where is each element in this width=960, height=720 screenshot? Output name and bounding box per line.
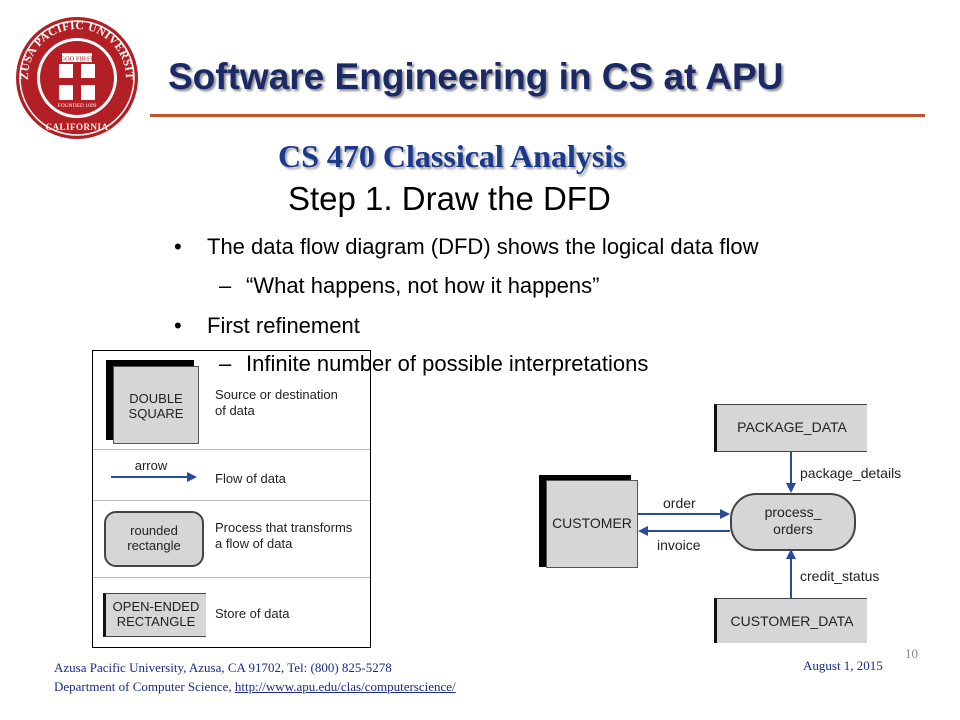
bullet-text: The data flow diagram (DFD) shows the lo… (207, 234, 759, 259)
flow-invoice-label: invoice (657, 537, 701, 553)
flow-credit-status-label: credit_status (800, 568, 880, 584)
logo-founded: FOUNDED 1899 (58, 103, 97, 109)
legend-description: Flow of data (215, 471, 286, 486)
customer-data-label: CUSTOMER_DATA (730, 613, 854, 629)
flow-order-label: order (663, 495, 696, 511)
legend-description: Source or destination (215, 387, 338, 402)
dfd-diagram: PACKAGE_DATA CUSTOMER_DATA CUSTOMER proc… (530, 398, 910, 643)
double-square-label: SQUARE (128, 406, 184, 421)
process-orders: process_orders (730, 493, 856, 551)
arrow-label: arrow (134, 458, 168, 473)
footer-address: Azusa Pacific University, Azusa, CA 9170… (54, 660, 392, 675)
sub-bullet-marker: – (219, 351, 232, 376)
credit-status-arrow (786, 549, 796, 598)
flow-package-details-label: package_details (800, 465, 902, 481)
slide-title: Software Engineering in CS at APU (168, 56, 784, 97)
legend-description: a flow of data (215, 536, 293, 551)
apu-logo: AZUSA PACIFIC UNIVERSITY GOD FIRST FOUND… (10, 6, 140, 141)
open-rectangle-label: RECTANGLE (116, 614, 196, 629)
customer-entity: CUSTOMER (539, 475, 639, 571)
package-data-store: PACKAGE_DATA (714, 404, 867, 452)
order-arrow (638, 509, 730, 519)
process-label: orders (773, 521, 813, 537)
page-number: 10 (905, 646, 918, 661)
footer-department-text: Department of Computer Science, (54, 679, 235, 694)
flow-arrow-icon (111, 472, 197, 482)
legend-divider (93, 449, 370, 450)
rounded-rectangle-label: rectangle (127, 538, 181, 553)
customer-data-store: CUSTOMER_DATA (714, 598, 867, 643)
legend-description: Store of data (215, 606, 290, 621)
double-square-label: DOUBLE (129, 391, 183, 406)
footer-link[interactable]: http://www.apu.edu/clas/computerscience/ (234, 679, 456, 694)
package-details-arrow (786, 451, 796, 493)
bullet-marker: • (174, 234, 182, 259)
legend-description: Process that transforms (215, 520, 353, 535)
customer-label: CUSTOMER (552, 515, 632, 531)
package-data-label: PACKAGE_DATA (737, 419, 847, 435)
sub-bullet-marker: – (219, 273, 232, 298)
slide-subtitle: CS 470 Classical Analysis (278, 138, 626, 174)
footer-date: August 1, 2015 (803, 658, 883, 673)
footer-department: Department of Computer Science, http://w… (54, 679, 456, 695)
legend-divider (93, 500, 370, 501)
sub-bullet-text: “What happens, not how it happens” (246, 273, 600, 298)
bullet-text: First refinement (207, 313, 360, 338)
title-rule (150, 114, 925, 117)
step-heading: Step 1. Draw the DFD (288, 180, 611, 217)
rounded-rectangle-label: rounded (130, 523, 178, 538)
dfd-arrows (638, 451, 796, 598)
legend-divider (93, 577, 370, 578)
sub-bullet-text: Infinite number of possible interpretati… (246, 351, 649, 376)
logo-banner: GOD FIRST (60, 56, 93, 63)
invoice-arrow (638, 526, 730, 536)
process-label: process_ (764, 504, 822, 520)
bullet-marker: • (174, 313, 182, 338)
logo-bottom-text: CALIFORNIA (45, 122, 108, 132)
legend-description: of data (215, 403, 255, 418)
open-rectangle-label: OPEN-ENDED (112, 599, 200, 614)
